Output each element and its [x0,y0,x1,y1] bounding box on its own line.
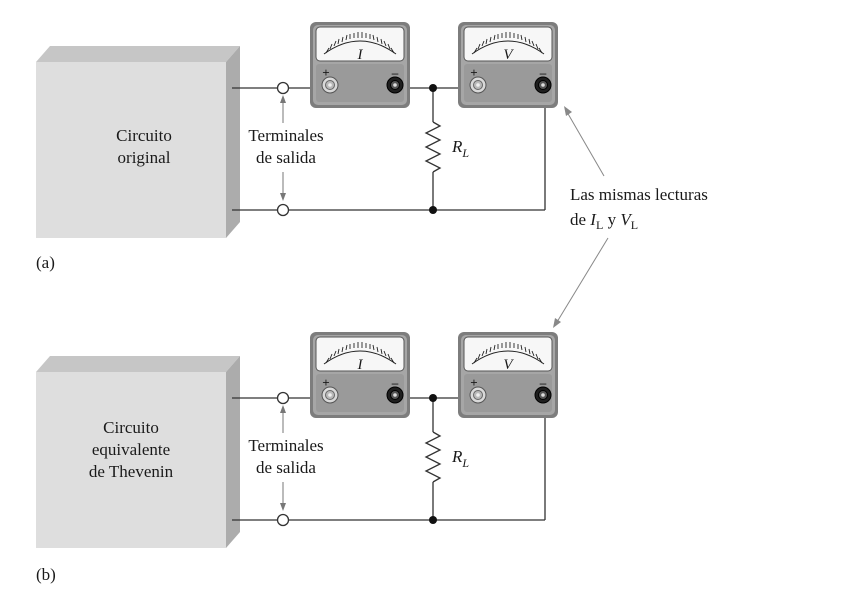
terminal-arrows-a [280,95,286,201]
plus-sign: + [322,65,329,80]
resistor-label: RL [451,447,469,470]
junction-node [429,206,437,214]
box-label-line3: de Thevenin [89,462,174,481]
minus-sign: – [539,65,547,80]
voltmeter-symbol: V [503,47,514,63]
annotation: Las mismas lecturas de IL y VL [553,106,708,328]
annotation-line2: de IL y VL [570,210,638,232]
output-terminal-bottom [276,513,290,527]
ammeter: I + – [309,21,411,109]
ammeter: I + – [309,331,411,419]
panel-a: Circuito original Terminales de salida [36,21,559,272]
voltmeter: V + – [457,331,559,419]
ammeter-symbol: I [357,357,364,373]
annotation-arrows [553,106,609,328]
ammeter-symbol: I [357,47,364,63]
wires-a [232,87,546,211]
output-terminal-top [276,391,290,405]
resistor-label: RL [451,137,469,160]
panel-caption-b: (b) [36,565,56,584]
plus-sign: + [470,65,477,80]
panel-caption-a: (a) [36,253,55,272]
output-terminal-top [276,81,290,95]
junction-node [429,84,437,92]
terminals-label-line1: Terminales [248,126,323,145]
terminals-label-line2: de salida [256,458,316,477]
box-label-line2: original [118,148,171,167]
output-terminal-bottom [276,203,290,217]
plus-sign: + [322,375,329,390]
panel-b: Circuito equivalente de Thevenin Termina… [36,331,559,584]
box-label-line2: equivalente [92,440,170,459]
annotation-line1: Las mismas lecturas [570,185,708,204]
thevenin-box [36,356,240,548]
terminals-label-line2: de salida [256,148,316,167]
box-label-line1: Circuito [103,418,159,437]
minus-sign: – [391,65,399,80]
wires-b [232,397,546,521]
voltmeter-symbol: V [503,357,514,373]
box-label-line1: Circuito [116,126,172,145]
terminal-arrows-b [280,405,286,511]
original-circuit-box [36,46,240,238]
minus-sign: – [539,375,547,390]
junction-node [429,516,437,524]
minus-sign: – [391,375,399,390]
voltmeter: V + – [457,21,559,109]
junction-node [429,394,437,402]
terminals-label-line1: Terminales [248,436,323,455]
plus-sign: + [470,375,477,390]
